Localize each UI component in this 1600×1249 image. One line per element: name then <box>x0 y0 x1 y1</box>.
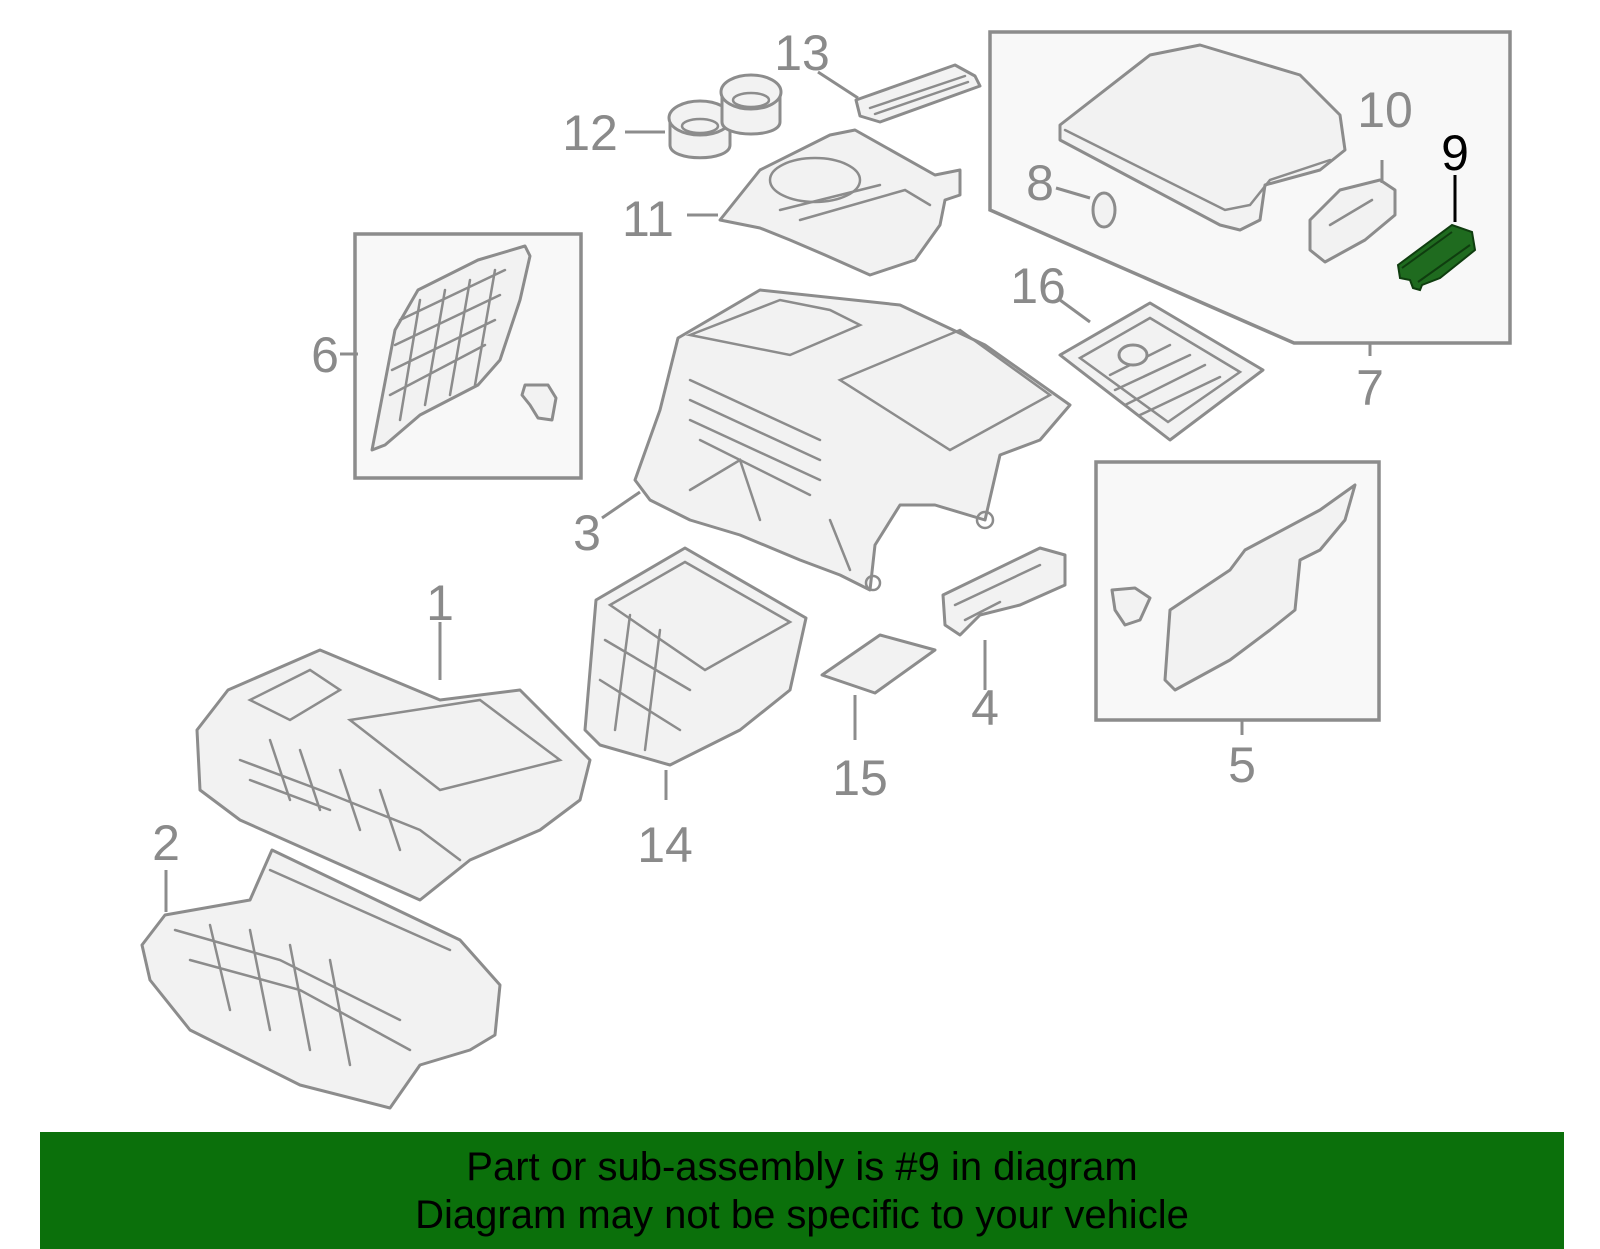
callout-8: 8 <box>1026 155 1054 211</box>
part-5-side-panel-box[interactable] <box>1094 460 1381 722</box>
part-14-storage-bin[interactable] <box>583 546 808 767</box>
callout-14: 14 <box>637 817 693 873</box>
callout-2: 2 <box>152 815 180 871</box>
callout-16: 16 <box>1010 258 1066 314</box>
callout-7: 7 <box>1356 360 1384 416</box>
part-1-lower-bracket[interactable] <box>195 648 592 902</box>
exploded-parts-diagram: 1 2 3 4 5 6 7 8 9 10 11 12 13 14 15 16 <box>140 25 1512 1110</box>
part-13-mat[interactable] <box>854 63 982 124</box>
callout-15: 15 <box>832 750 888 806</box>
part-16-tray[interactable] <box>1058 301 1265 442</box>
callout-10: 10 <box>1357 82 1413 138</box>
part-2-base-frame[interactable] <box>140 848 502 1110</box>
callout-12: 12 <box>562 105 618 161</box>
part-6-panel-box[interactable] <box>353 232 583 480</box>
part-15-pad[interactable] <box>820 633 937 695</box>
banner-line-2: Diagram may not be specific to your vehi… <box>415 1192 1189 1237</box>
part-12-cup-holder[interactable] <box>667 73 783 160</box>
callout-9: 9 <box>1441 125 1469 181</box>
callout-5: 5 <box>1228 737 1256 793</box>
callout-labels: 1 2 3 4 5 6 7 8 9 10 11 12 13 14 15 16 <box>152 25 1469 873</box>
banner-line-1: Part or sub-assembly is #9 in diagram <box>466 1144 1138 1189</box>
callout-3: 3 <box>573 505 601 561</box>
info-banner: Part or sub-assembly is #9 in diagram Di… <box>40 1132 1564 1249</box>
part-9-highlighted[interactable] <box>1396 223 1477 292</box>
callout-1: 1 <box>426 575 454 631</box>
part-3-console-body[interactable] <box>633 288 1072 592</box>
callout-13: 13 <box>774 25 830 81</box>
leader-lines <box>164 70 1457 912</box>
part-11-top-bezel[interactable] <box>718 128 962 277</box>
part-10-latch[interactable] <box>1308 178 1397 264</box>
part-4-bracket[interactable] <box>941 546 1067 637</box>
part-7-armrest-box[interactable] <box>988 30 1512 345</box>
callout-4: 4 <box>971 680 999 736</box>
callout-11: 11 <box>622 191 674 247</box>
callout-6: 6 <box>311 327 339 383</box>
